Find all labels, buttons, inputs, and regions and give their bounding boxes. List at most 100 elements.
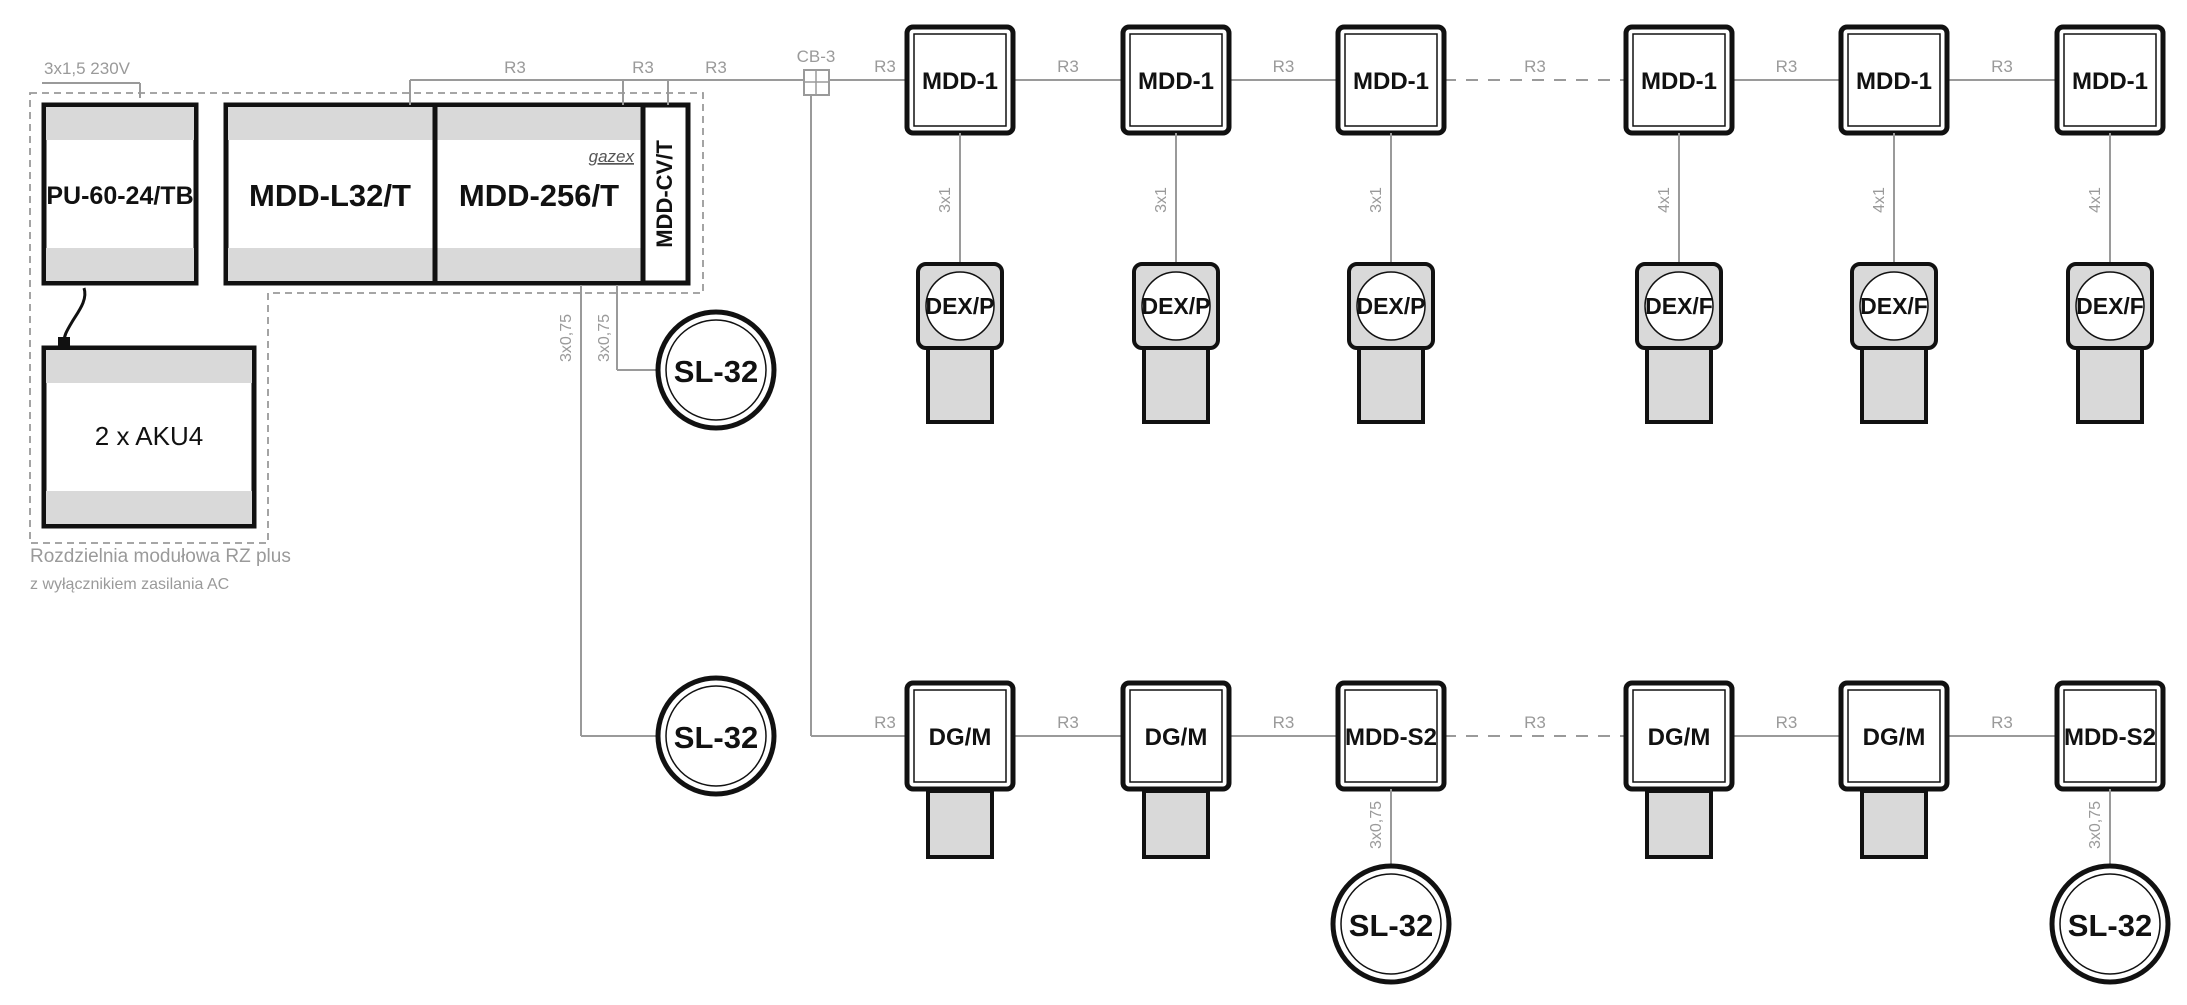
detector-4: DEX/F: [1635, 262, 1723, 424]
detector-cable-label-6: 4x1: [2087, 187, 2104, 213]
bottom-module-1-sensor: [926, 789, 994, 859]
detector-6-label: DEX/F: [2076, 293, 2144, 319]
signaler-cable-label-3: 3x0,75: [1368, 801, 1385, 849]
bottom-bus-cable-label: R3: [1776, 713, 1798, 732]
detector-2: DEX/P: [1132, 262, 1220, 424]
signaler-1-label: SL-32: [674, 354, 758, 389]
top-bus-cable-label: R3: [874, 57, 896, 76]
module-l32-label: MDD-L32/T: [249, 178, 411, 213]
signaler-3: SL-32: [1330, 863, 1452, 985]
top-module-5-label: MDD-1: [1856, 68, 1932, 95]
controller-block: MDD-L32/T MDD-256/T gazex MDD-CV/T: [223, 102, 691, 286]
detector-5: DEX/F: [1850, 262, 1938, 424]
psu-label: PU-60-24/TB: [46, 182, 193, 210]
controller-signal-wiring: 3x0,75 3x0,75: [558, 285, 657, 737]
signal-cable-label-1: 3x0,75: [558, 314, 575, 362]
supply-wiring: 3x1,5 230V: [42, 59, 141, 98]
signaler-4-label: SL-32: [2068, 908, 2152, 943]
bottom-module-6-label: MDD-S2: [2064, 724, 2156, 751]
battery-module: 2 x AKU4: [41, 345, 257, 529]
bottom-module-4: DG/M: [1623, 680, 1735, 792]
bottom-row: DG/M DG/M MDD-S2 DG/M DG/M MDD-S2: [904, 680, 2166, 859]
bottom-module-1-label: DG/M: [929, 724, 992, 751]
signaler-2: SL-32: [655, 675, 777, 797]
signaler-1: SL-32: [655, 309, 777, 431]
bus-label-2: R3: [632, 58, 654, 77]
signaler-4: SL-32: [2049, 863, 2171, 985]
detector-1-label: DEX/P: [925, 293, 994, 319]
detector-cable-label-4: 4x1: [1656, 187, 1673, 213]
bottom-bus: R3 R3 R3 R3 R3 R3: [874, 713, 2057, 737]
detector-cable-label-2: 3x1: [1153, 187, 1170, 213]
brand-logo: gazex: [589, 147, 635, 166]
bottom-module-3: MDD-S2: [1335, 680, 1447, 792]
bottom-bus-cable-label: R3: [1524, 713, 1546, 732]
top-module-5: MDD-1: [1838, 24, 1950, 136]
bottom-module-5-sensor: [1860, 789, 1928, 859]
top-module-1: MDD-1: [904, 24, 1016, 136]
bottom-bus-cable-label: R3: [1057, 713, 1079, 732]
detector-1: DEX/P: [916, 262, 1004, 424]
bottom-module-4-sensor: [1645, 789, 1713, 859]
top-module-2-label: MDD-1: [1138, 68, 1214, 95]
detector-cable-label-5: 4x1: [1871, 187, 1888, 213]
signal-cable-label-2: 3x0,75: [596, 314, 613, 362]
top-bus-cable-label: R3: [1991, 57, 2013, 76]
branch-box-label: CB-3: [797, 47, 836, 66]
top-module-3-label: MDD-1: [1353, 68, 1429, 95]
bus-label-3: R3: [705, 58, 727, 77]
top-module-3: MDD-1: [1335, 24, 1447, 136]
cabinet-caption-sub: z wyłącznikiem zasilania AC: [30, 576, 229, 593]
bottom-bus-cable-label: R3: [1991, 713, 2013, 732]
bottom-module-6: MDD-S2: [2054, 680, 2166, 792]
top-module-6-label: MDD-1: [2072, 68, 2148, 95]
battery-label: 2 x AKU4: [95, 421, 203, 451]
top-module-4: MDD-1: [1623, 24, 1735, 136]
module-cv-label: MDD-CV/T: [652, 140, 677, 248]
top-module-4-label: MDD-1: [1641, 68, 1717, 95]
bottom-module-1: DG/M: [904, 680, 1016, 792]
detector-6: DEX/F: [2066, 262, 2154, 424]
bottom-bus-cable-label: R3: [874, 713, 896, 732]
bottom-module-2-sensor: [1142, 789, 1210, 859]
top-bus-cable-label: R3: [1524, 57, 1546, 76]
psu-module: PU-60-24/TB: [41, 102, 199, 286]
bottom-module-5: DG/M: [1838, 680, 1950, 792]
top-bus-cable-label: R3: [1273, 57, 1295, 76]
detector-3-label: DEX/P: [1356, 293, 1425, 319]
top-bus: R3 R3 R3 R3 R3 R3: [874, 57, 2057, 81]
detector-4-label: DEX/F: [1645, 293, 1713, 319]
module-256-label: MDD-256/T: [459, 178, 619, 213]
detector-2-label: DEX/P: [1141, 293, 1210, 319]
detector-3: DEX/P: [1347, 262, 1435, 424]
signaler-3-label: SL-32: [1349, 908, 1433, 943]
battery-cable: [62, 287, 87, 343]
cabinet-enclosure: [29, 92, 704, 544]
bottom-module-4-label: DG/M: [1648, 724, 1711, 751]
battery-connector: [58, 337, 70, 347]
top-module-2: MDD-1: [1120, 24, 1232, 136]
detector-cable-label-3: 3x1: [1368, 187, 1385, 213]
bottom-module-3-label: MDD-S2: [1345, 724, 1437, 751]
signaler-2-label: SL-32: [674, 720, 758, 755]
detector-cable-label-1: 3x1: [937, 187, 954, 213]
detector-5-label: DEX/F: [1860, 293, 1928, 319]
branch-box: CB-3: [797, 47, 910, 737]
supply-label: 3x1,5 230V: [44, 59, 131, 78]
bottom-bus-cable-label: R3: [1273, 713, 1295, 732]
bottom-module-5-label: DG/M: [1863, 724, 1926, 751]
controller-bus: R3 R3 R3: [409, 58, 804, 105]
bottom-module-2-label: DG/M: [1145, 724, 1208, 751]
cabinet-caption: Rozdzielnia modułowa RZ plus: [30, 546, 291, 567]
top-bus-cable-label: R3: [1776, 57, 1798, 76]
bus-label-1: R3: [504, 58, 526, 77]
bottom-module-2: DG/M: [1120, 680, 1232, 792]
top-module-1-label: MDD-1: [922, 68, 998, 95]
signaler-cable-label-4: 3x0,75: [2087, 801, 2104, 849]
top-bus-cable-label: R3: [1057, 57, 1079, 76]
top-module-6: MDD-1: [2054, 24, 2166, 136]
